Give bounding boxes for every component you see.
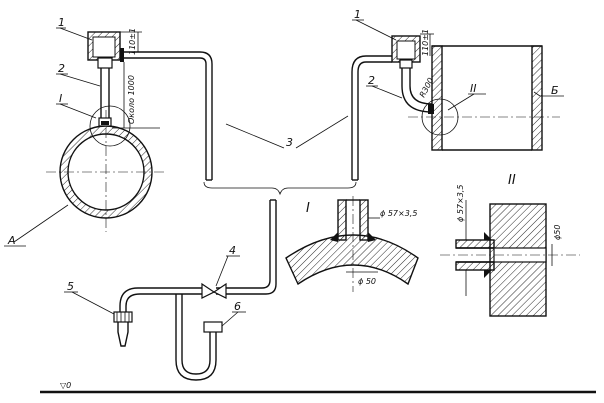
label-2-left: 2: [58, 62, 65, 75]
ground-line: ▽0: [40, 381, 596, 394]
marker-detail-i: I: [59, 92, 62, 105]
right-valve-box: [391, 35, 421, 69]
detail-ii-view: II ϕ 57×3,5 ϕ50: [440, 173, 580, 317]
detail-i-view: I ϕ 57×3,5 ϕ 50: [285, 196, 419, 292]
dim-phi57-i: ϕ 57×3,5: [380, 209, 417, 218]
right-bend-pipe: [401, 68, 434, 114]
vessel-b: [408, 45, 560, 151]
label-2-right: 2: [368, 74, 375, 87]
label-1-right: 1: [354, 8, 361, 21]
label-3-group: 3: [225, 115, 349, 149]
label-3: 3: [286, 136, 293, 149]
left-assembly: 110±1 Около 1000 1 2 I A: [4, 16, 213, 247]
marker-detail-ii: II: [470, 82, 477, 95]
right-assembly: 110±1 R300 1 2 II Б: [351, 8, 564, 181]
connection-brace: [203, 181, 357, 196]
fitting-6: [203, 321, 223, 333]
dim-phi57-ii: ϕ 57×3,5: [456, 185, 465, 222]
main-pipe-a: [46, 110, 166, 232]
right-impulse-pipe: [351, 55, 392, 181]
ground-level-text: ▽0: [60, 381, 71, 390]
label-b: Б: [551, 84, 559, 97]
detail-ii-title: II: [508, 173, 516, 188]
detail-i-callout: [89, 105, 131, 147]
left-riser-pipe: [98, 66, 112, 127]
label-a: A: [7, 234, 16, 247]
dim-110-right-text: 110±1: [421, 29, 430, 56]
dim-phi50-ii: ϕ50: [553, 225, 562, 240]
left-impulse-pipe: [120, 48, 213, 181]
dim-phi50-i: ϕ 50: [358, 277, 376, 286]
dim-110-right: 110±1: [420, 29, 434, 56]
dim-110-left: 110±1: [120, 28, 142, 55]
label-6: 6: [234, 300, 241, 313]
bottom-piping: 4 5 6: [64, 199, 277, 381]
left-valve-box: [87, 31, 121, 69]
dim-approx-1000: Около 1000: [112, 62, 160, 129]
label-5: 5: [67, 280, 74, 293]
dim-110-left-text: 110±1: [128, 28, 137, 55]
dim-approx-1000-text: Около 1000: [127, 75, 136, 124]
valve-5: [113, 311, 133, 347]
detail-ii-callout: [421, 98, 459, 136]
valve-4: [201, 282, 227, 299]
detail-i-title: I: [306, 201, 310, 216]
label-4: 4: [229, 244, 236, 257]
label-1-left: 1: [58, 16, 65, 29]
